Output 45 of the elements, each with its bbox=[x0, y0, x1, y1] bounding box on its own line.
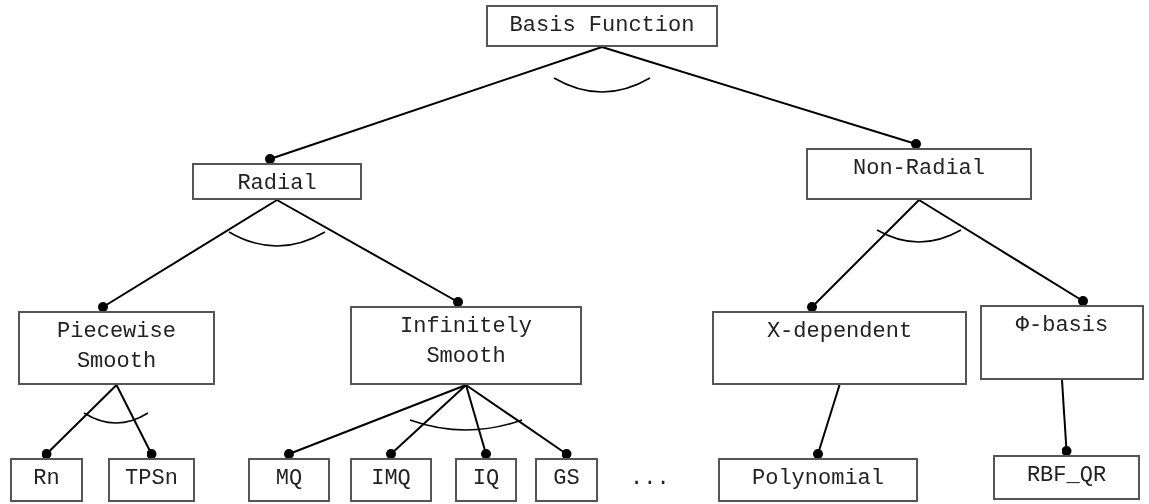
connector-line bbox=[386, 384, 467, 459]
connector-line bbox=[284, 384, 467, 459]
box-label: TPSn bbox=[124, 465, 179, 493]
connector-line bbox=[265, 46, 603, 164]
box-label: Radial bbox=[236, 170, 318, 198]
connector-line bbox=[276, 199, 463, 307]
category-box bbox=[806, 148, 1032, 200]
box-label: IQ bbox=[471, 465, 501, 493]
box-label: GS bbox=[552, 465, 581, 493]
connector-line bbox=[41, 384, 118, 459]
category-box bbox=[712, 311, 967, 385]
connector-line bbox=[465, 384, 491, 459]
category-box bbox=[248, 458, 330, 502]
connector-line bbox=[98, 199, 278, 312]
category-box bbox=[350, 458, 432, 502]
category-box bbox=[718, 458, 918, 502]
box-label: Rn bbox=[32, 465, 61, 493]
connector-line bbox=[1061, 379, 1072, 456]
box-label: RBF_QR bbox=[1025, 462, 1108, 490]
ellipsis: ... bbox=[630, 465, 670, 493]
category-box bbox=[980, 305, 1144, 380]
box-label: Φ-basis bbox=[1014, 312, 1110, 340]
connector-line bbox=[115, 384, 157, 459]
box-label: Piecewise Smooth bbox=[56, 318, 177, 376]
connector-line bbox=[918, 199, 1088, 306]
box-label: MQ bbox=[274, 465, 304, 493]
category-box bbox=[993, 455, 1140, 500]
category-box bbox=[18, 311, 215, 385]
connector-line bbox=[465, 384, 572, 459]
category-box bbox=[535, 458, 598, 502]
connector-line bbox=[813, 384, 841, 459]
category-box bbox=[350, 306, 582, 385]
box-label: Basis Function bbox=[508, 12, 696, 40]
box-label: X-dependent bbox=[765, 318, 914, 346]
category-box bbox=[192, 163, 362, 200]
box-label: Non-Radial bbox=[852, 155, 986, 183]
connector-line bbox=[807, 199, 920, 312]
category-box bbox=[10, 458, 83, 502]
category-box bbox=[108, 458, 195, 502]
box-label: Infinitely Smooth bbox=[399, 313, 533, 371]
box-label: Polynomial bbox=[751, 465, 885, 493]
category-box bbox=[455, 458, 517, 502]
category-box bbox=[486, 5, 718, 47]
connector-line bbox=[601, 46, 921, 149]
box-label: IMQ bbox=[370, 465, 412, 493]
